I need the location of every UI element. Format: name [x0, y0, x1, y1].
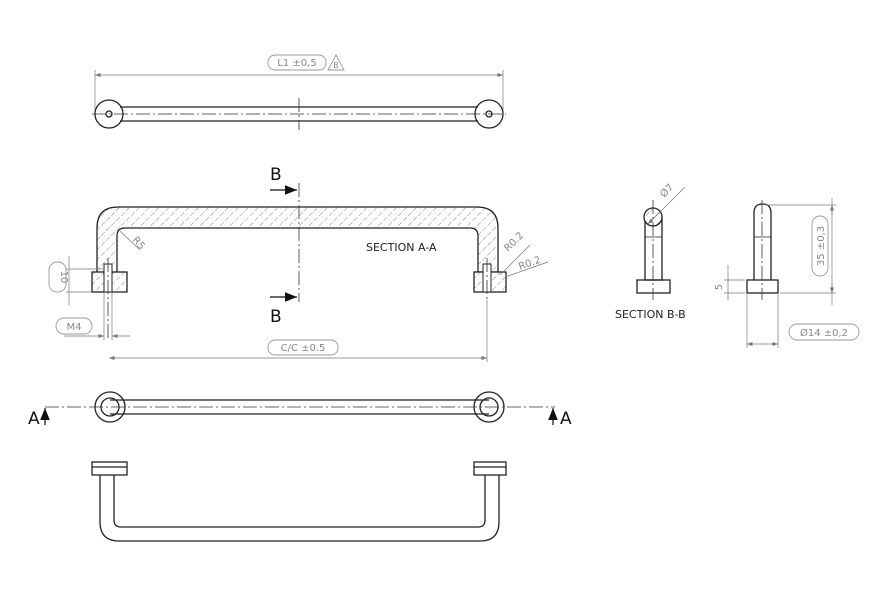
front-view: A A: [28, 391, 572, 429]
thread-m4-dimension: M4: [67, 322, 82, 333]
cut-label-b-bottom: B: [270, 307, 282, 327]
radius-r5: R5: [130, 235, 147, 252]
center-distance-dimension: C/C ±0.5: [281, 343, 326, 354]
radius-r02-a: R0.2: [502, 230, 526, 254]
bottom-view: [91, 461, 507, 542]
radius-r02-b: R0.2: [517, 255, 542, 273]
datum-flag: B: [333, 61, 339, 70]
cut-label-b-top: B: [270, 165, 282, 185]
height-10-dimension: 10: [58, 271, 69, 284]
base-5-dimension: 5: [714, 284, 725, 290]
cut-label-a-right: A: [560, 409, 572, 429]
length-dimension: L1 ±0,5: [277, 58, 316, 69]
section-b-b: Ø7 SECTION B-B: [615, 182, 686, 321]
diameter-7-dimension: Ø7: [658, 182, 677, 201]
side-view: 35 ±0,3 5 Ø14 ±0,2: [714, 198, 860, 348]
top-view: L1 ±0,5 B: [92, 54, 506, 130]
cut-label-a-left: A: [28, 409, 40, 429]
base-diameter-dimension: Ø14 ±0,2: [800, 327, 848, 339]
section-a-a-title: SECTION A-A: [366, 241, 437, 254]
section-b-b-title: SECTION B-B: [615, 308, 686, 321]
height-35-dimension: 35 ±0,3: [816, 226, 827, 266]
section-a-a: B B SECTION A-A R5 R0.2 R0.2 10 M4 C/C ±…: [48, 165, 549, 362]
